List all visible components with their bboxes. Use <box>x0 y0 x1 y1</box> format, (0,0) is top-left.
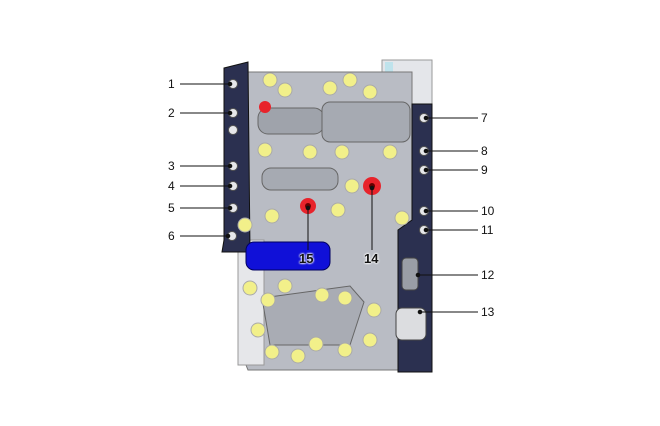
plug <box>344 178 360 194</box>
plug <box>264 208 280 224</box>
plug <box>337 342 353 358</box>
callout-label-1: 1 <box>168 77 175 91</box>
callout-label-15: 15 <box>299 251 314 266</box>
callout-label-5: 5 <box>168 201 175 215</box>
part-13 <box>395 307 427 341</box>
plug <box>314 287 330 303</box>
plug <box>308 336 324 352</box>
plug <box>362 84 378 100</box>
arrow-tip-icon <box>227 81 233 87</box>
arrow-tip-icon <box>423 208 429 214</box>
arrow-tip-icon <box>227 110 233 116</box>
seal-upper <box>259 101 271 113</box>
plug <box>362 332 378 348</box>
callout-label-9: 9 <box>481 163 488 177</box>
arrow-tip-icon <box>415 272 421 278</box>
plug <box>366 302 382 318</box>
plug <box>337 290 353 306</box>
arrow-tip-icon <box>423 148 429 154</box>
plug <box>342 72 358 88</box>
solenoid-15 <box>245 241 331 271</box>
part-12 <box>401 257 419 291</box>
callout-label-13: 13 <box>481 305 495 319</box>
callout-label-2: 2 <box>168 106 175 120</box>
arrow-tip-icon <box>417 309 423 315</box>
arrow-tip-icon <box>227 183 233 189</box>
plug <box>302 144 318 160</box>
callout-label-6: 6 <box>168 229 175 243</box>
arrow-tip-icon <box>423 227 429 233</box>
callout-label-11: 11 <box>481 223 494 237</box>
plug <box>250 322 266 338</box>
callout-label-14: 14 <box>364 251 379 266</box>
arrow-tip-icon <box>423 115 429 121</box>
callout-label-7: 7 <box>481 111 488 125</box>
plug <box>277 278 293 294</box>
spool-valve-middle <box>261 167 339 191</box>
left-separator-plate <box>221 61 251 253</box>
spool-valve-upper-right <box>321 101 411 143</box>
plug <box>277 82 293 98</box>
callout-label-12: 12 <box>481 268 495 282</box>
plug <box>290 348 306 364</box>
arrow-tip-icon <box>225 233 231 239</box>
plug <box>237 217 253 233</box>
plug <box>334 144 350 160</box>
arrow-tip-icon <box>369 185 375 191</box>
arrow-tip-icon <box>423 167 429 173</box>
callout-label-10: 10 <box>481 204 495 218</box>
plug <box>257 142 273 158</box>
plug <box>322 80 338 96</box>
plug <box>394 210 410 226</box>
plug <box>264 344 280 360</box>
plug <box>242 280 258 296</box>
callout-label-4: 4 <box>168 179 175 193</box>
plug <box>382 144 398 160</box>
arrow-tip-icon <box>227 205 233 211</box>
arrow-tip-icon <box>227 163 233 169</box>
arrow-tip-icon <box>305 205 311 211</box>
plug <box>330 202 346 218</box>
plug <box>262 72 278 88</box>
callout-label-3: 3 <box>168 159 175 173</box>
callout-label-8: 8 <box>481 144 488 158</box>
plug <box>260 292 276 308</box>
bolt-hole <box>228 125 238 135</box>
